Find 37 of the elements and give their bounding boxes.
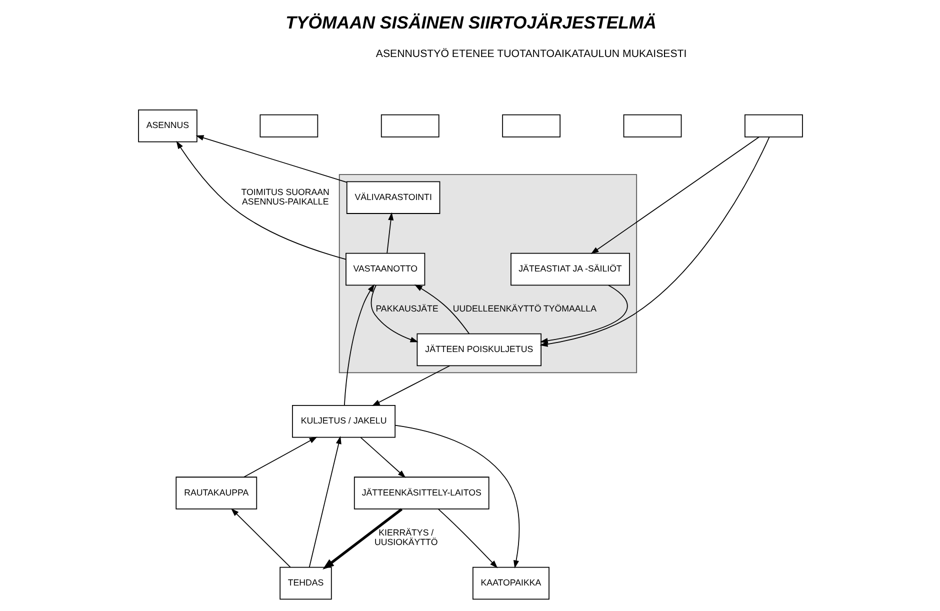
arrow [176,140,346,260]
node-box [622,114,682,138]
node-box: KAATOPAIKKA [472,566,549,600]
node-box: RAUTAKAUPPA [175,476,257,510]
node-box: JÄTTEENKÄSITTELY-LAITOS [353,476,489,510]
diagram-title: TYÖMAAN SISÄINEN SIIRTOJÄRJESTELMÄ [285,12,656,33]
node-box [502,114,560,138]
arrow [394,424,520,568]
arrow [243,436,317,478]
label: ASENNUSTYÖ ETENEE TUOTANTOAIKATAULUN MUKAISESTI [375,48,686,60]
edge-label: PAKKAUSJÄTE [375,304,438,314]
node-box [380,114,439,138]
node-box: VASTAANOTTO [345,252,425,286]
arrow [438,508,498,568]
arrow [308,436,341,568]
arrow [371,365,450,406]
node-box: JÄTTEEN POISKULJETUS [416,333,541,366]
node-box: ASENNUS [138,110,197,142]
node-box: JÄTEASTIAT JA -SÄILIÖT [510,252,630,286]
arrow [230,508,290,568]
node-box [259,114,318,138]
arrow [386,212,394,254]
node-box: KULJETUS / JAKELU [292,405,396,438]
arrow [590,136,760,254]
edge-label: KIERRÄTYS / UUSIOKÄYTTÖ [374,528,438,548]
node-box: TEHDAS [279,566,332,600]
arrow [322,508,402,570]
arrow [370,284,418,342]
edge-label: UUDELLEENKÄYTTÖ TYÖMAALLA [452,304,596,314]
node-box: VÄLIVARASTOINTI [346,181,440,214]
edge-label: TOIMITUS SUORAAN ASENNUS-PAIKALLE [240,186,329,207]
cluster [338,174,637,374]
arrow [360,437,406,478]
node-box [744,114,802,138]
arrow [195,135,347,183]
arrow [414,284,470,334]
arrow [343,284,374,406]
